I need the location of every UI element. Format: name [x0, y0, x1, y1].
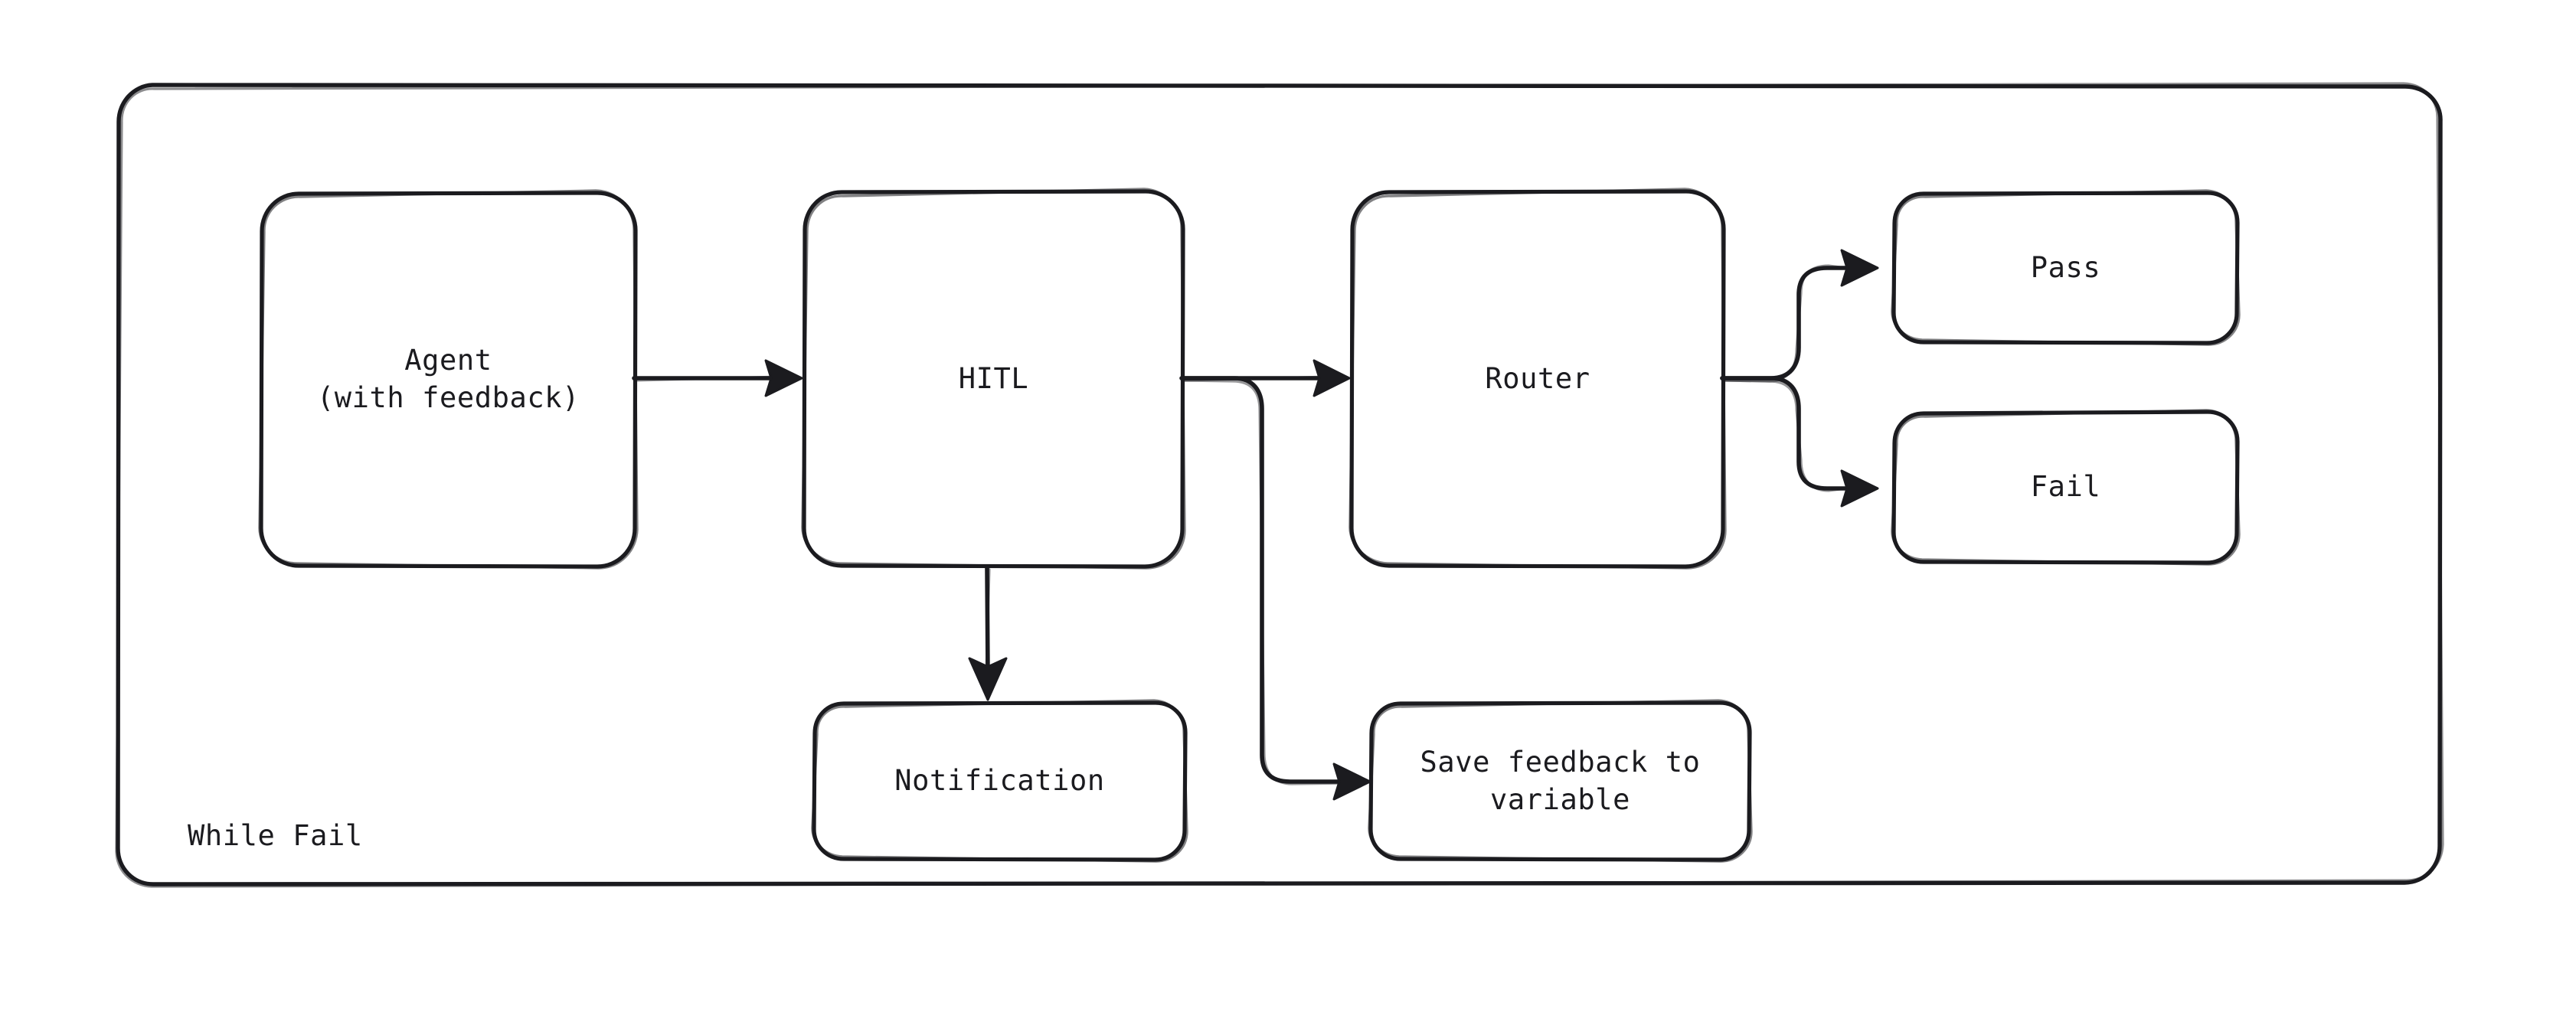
while-fail-group-label: While Fail — [188, 819, 363, 852]
edge-agent-to-hitl[interactable] — [632, 359, 803, 397]
while-fail-container-shape[interactable] — [115, 82, 2444, 888]
node-router-shape[interactable] — [1348, 188, 1727, 570]
edge-router-to-fail[interactable] — [1720, 376, 1879, 508]
arrowhead-icon — [1840, 469, 1879, 508]
arrowhead-icon — [764, 359, 803, 397]
arrowhead-icon — [968, 657, 1008, 701]
node-hitl-shape[interactable] — [801, 188, 1186, 570]
arrowhead-icon — [1332, 762, 1371, 801]
node-notification-shape[interactable] — [811, 699, 1188, 863]
arrowhead-icon — [1840, 249, 1879, 287]
edge-hitl-to-save-feedback[interactable] — [1181, 376, 1371, 801]
node-fail-shape[interactable] — [1891, 409, 2241, 566]
edge-router-to-pass[interactable] — [1720, 249, 1879, 383]
node-agent-shape[interactable] — [258, 189, 639, 570]
arrowhead-icon — [1313, 359, 1351, 397]
node-save-feedback-shape[interactable] — [1368, 699, 1753, 863]
edge-hitl-to-notification[interactable] — [968, 566, 1008, 701]
node-pass-shape[interactable] — [1891, 189, 2241, 346]
